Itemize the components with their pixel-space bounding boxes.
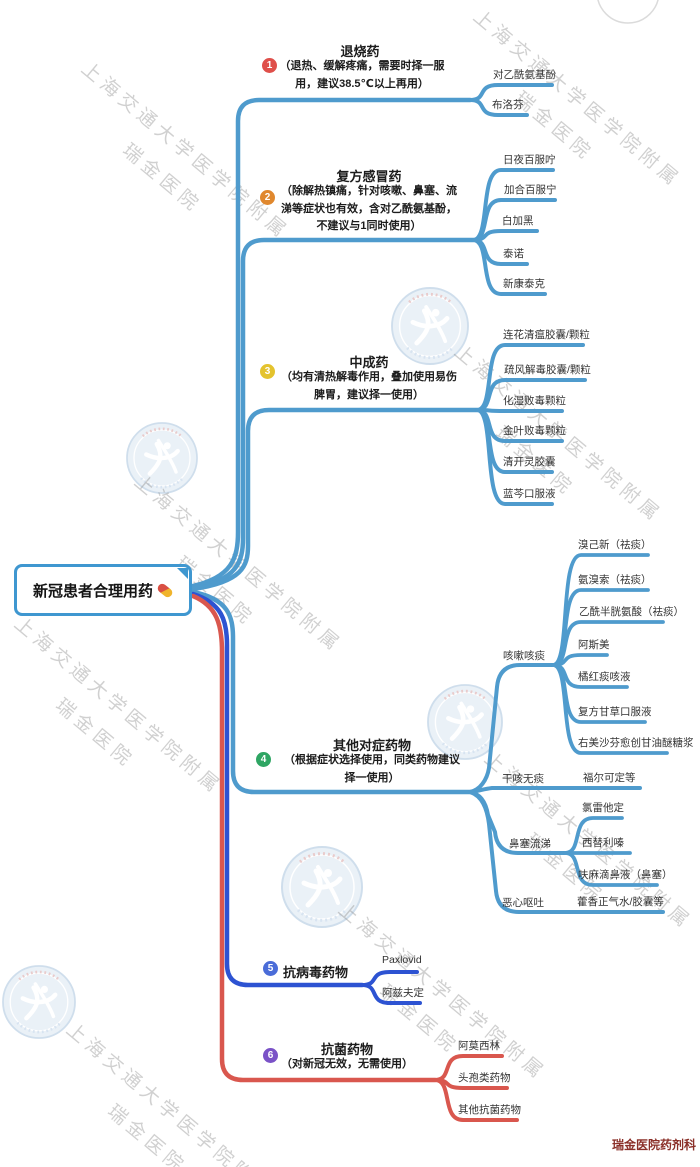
branch-6-number-badge: 6	[263, 1048, 278, 1063]
branch-2-number-badge: 2	[260, 190, 275, 205]
leaf-label: 疏风解毒胶囊/颗粒	[504, 364, 591, 376]
branch-6-title: 抗菌药物	[320, 1042, 373, 1057]
branch-2-title: 复方感冒药	[336, 169, 402, 184]
branch-6-note-line: （对新冠无效，无需使用）	[281, 1058, 413, 1070]
leaf-label: 新康泰克	[503, 278, 545, 290]
branch-4-title: 其他对症药物	[332, 738, 411, 753]
branch-1-title: 退烧药	[340, 44, 380, 59]
leaf-label: 阿斯美	[578, 639, 610, 651]
leaf-label: 化湿败毒颗粒	[503, 395, 566, 407]
branch-4-note-line: 择一使用）	[344, 771, 400, 784]
leaf-label: 橘红痰咳液	[578, 671, 631, 683]
root-topic: 新冠患者合理用药	[14, 564, 192, 616]
leaf-label: 福尔可定等	[583, 772, 636, 784]
leaf-label: 日夜百服咛	[503, 154, 556, 166]
leaf-label: 溴己新（祛痰）	[578, 539, 652, 551]
branch-4-group-stem-line	[468, 786, 642, 794]
branch-5-leaf-line	[360, 983, 422, 1005]
leaf-label: 连花清瘟胶囊/颗粒	[503, 329, 590, 341]
branch-5-leaf-line	[360, 970, 419, 987]
credit-text: 瑞金医院药剂科	[612, 1138, 697, 1152]
branch-2-note-line: （除解热镇痛，针对咳嗽、鼻塞、流	[281, 185, 457, 197]
leaf-label: 金叶败毒颗粒	[503, 425, 566, 437]
leaf-label: 蓝芩口服液	[503, 488, 556, 500]
leaf-label: 阿兹夫定	[382, 987, 424, 999]
symptom-group-label: 鼻塞流涕	[509, 838, 551, 850]
branch-3-note: （均有清热解毒作用，叠加使用易伤脾胃，建议择一使用）	[267, 369, 471, 404]
branch-2-trunk-line	[190, 237, 476, 591]
branch-3-trunk-line	[190, 407, 480, 592]
leaf-label: 乙酰半胱氨酸（祛痰）	[579, 606, 684, 618]
leaf-label: 布洛芬	[492, 99, 524, 111]
branch-5-title: 抗病毒药物	[283, 965, 349, 980]
leaf-label: 呋麻滴鼻液（鼻塞）	[578, 869, 673, 881]
folded-corner-icon	[177, 568, 188, 579]
leaf-label: 阿莫西林	[458, 1040, 500, 1052]
capsule-icon	[155, 581, 175, 599]
symptom-group-label: 干咳无痰	[502, 773, 544, 785]
branch-4-trunk-line	[190, 589, 473, 795]
branch-4-note-line: （根据症状选择使用，同类药物建议	[284, 754, 460, 766]
branch-4-leaf-line	[563, 851, 659, 887]
hospital-logo-watermark	[391, 287, 469, 365]
leaf-label: 加合百服宁	[504, 184, 557, 196]
branch-2-note: （除解热镇痛，针对咳嗽、鼻塞、流涕等症状也有效，含对乙酰氨基酚， 不建议与1同时使…	[265, 183, 473, 236]
symptom-group-label: 咳嗽咳痰	[503, 650, 545, 662]
branch-2-note-line: 不建议与1同时使用）	[316, 220, 422, 232]
branch-3-number-badge: 3	[260, 364, 275, 379]
branch-3-leaf-line	[475, 408, 554, 506]
branch-2-note-line: 涕等症状也有效，含对乙酰氨基酚，	[281, 202, 457, 215]
leaf-label: 西替利嗪	[582, 837, 624, 849]
branch-1-note-line: （退热、缓解疼痛，需要时择一服	[279, 60, 445, 72]
leaf-label: 头孢类药物	[458, 1072, 511, 1084]
branch-1-note: （退热、缓解疼痛，需要时择一服用，建议38.5℃以上再用）	[262, 58, 462, 93]
leaf-label: 白加黑	[502, 215, 534, 227]
branch-4-group-stem-line	[468, 790, 665, 914]
leaf-label: 清开灵胶囊	[503, 456, 556, 468]
branch-4-leaf-line	[551, 663, 669, 755]
leaf-label: 对乙酰氨基酚	[493, 69, 556, 81]
leaf-label: 藿香正气水/胶囊等	[577, 896, 664, 908]
leaf-label: 氨溴索（祛痰）	[578, 574, 652, 586]
branch-4-number-badge: 4	[256, 752, 271, 767]
branch-6-leaf-line	[433, 1078, 519, 1122]
leaf-label: 右美沙芬愈创甘油醚糖浆	[578, 737, 694, 749]
branch-6-trunk-line	[190, 593, 438, 1083]
branch-1-leaf-line	[468, 98, 529, 117]
branch-1-trunk-line	[190, 97, 473, 589]
leaf-label: 其他抗菌药物	[458, 1104, 521, 1116]
hospital-logo-watermark	[2, 965, 76, 1039]
branch-2-leaf-line	[471, 238, 547, 296]
leaf-label: 复方甘草口服液	[578, 706, 652, 718]
branch-3-note-line: 脾胃，建议择一使用）	[314, 388, 424, 401]
branch-3-leaf-line	[475, 408, 564, 413]
branch-1-number-badge: 1	[262, 58, 277, 73]
leaf-label: 泰诺	[503, 248, 524, 260]
branch-1-note-line: 用，建议38.5℃以上再用）	[295, 77, 429, 90]
root-topic-label: 新冠患者合理用药	[32, 582, 153, 600]
branch-3-title: 中成药	[349, 355, 389, 370]
partial-circle-watermark	[597, 0, 659, 24]
branch-6-note: （对新冠无效，无需使用）	[246, 1056, 448, 1074]
leaf-label: Paxlovid	[382, 954, 422, 966]
hospital-logo-watermark	[126, 422, 198, 494]
branch-4-group-stem-line	[468, 663, 555, 794]
branch-5-trunk-line	[190, 591, 365, 988]
hospital-logo-watermark	[281, 846, 363, 928]
branch-3-note-line: （均有清热解毒作用，叠加使用易伤	[281, 371, 457, 383]
branch-4-note: （根据症状选择使用，同类药物建议择一使用）	[270, 752, 474, 787]
symptom-group-label: 恶心呕吐	[502, 897, 544, 909]
branch-5-number-badge: 5	[263, 961, 278, 976]
leaf-label: 氯雷他定	[582, 802, 624, 814]
